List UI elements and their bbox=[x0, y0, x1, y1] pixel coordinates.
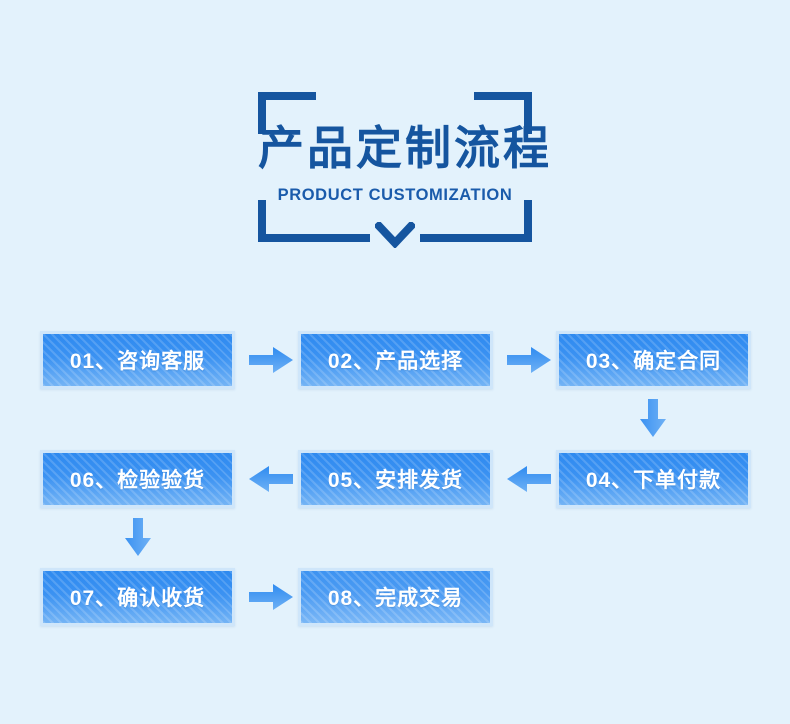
flow-step-01-label: 01、咨询客服 bbox=[69, 350, 206, 373]
bracket-top-right-horizontal bbox=[474, 92, 532, 100]
flow-step-01-surface: 01、咨询客服 bbox=[43, 334, 232, 386]
flow-step-02[interactable]: 02、产品选择 bbox=[298, 331, 493, 389]
bracket-bottom-right-vertical bbox=[524, 200, 532, 242]
flow-step-04-surface: 04、下单付款 bbox=[559, 453, 748, 505]
flow-step-05-label: 05、安排发货 bbox=[327, 469, 464, 492]
flow-step-03-surface: 03、确定合同 bbox=[559, 334, 748, 386]
page-subtitle: PRODUCT CUSTOMIZATION bbox=[277, 186, 513, 204]
flow-step-06-label: 06、检验验货 bbox=[69, 469, 206, 492]
title-block: 产品定制流程 PRODUCT CUSTOMIZATION bbox=[258, 92, 552, 248]
flow-step-05-surface: 05、安排发货 bbox=[301, 453, 490, 505]
flow-step-08-label: 08、完成交易 bbox=[327, 587, 464, 610]
arrow-down-icon bbox=[125, 518, 151, 556]
page-title: 产品定制流程 bbox=[258, 122, 552, 174]
chevron-down-icon bbox=[375, 222, 415, 248]
flow-step-05[interactable]: 05、安排发货 bbox=[298, 450, 493, 508]
flow-step-01[interactable]: 01、咨询客服 bbox=[40, 331, 235, 389]
bracket-top-left-vertical bbox=[258, 92, 266, 134]
arrow-down-icon bbox=[640, 399, 666, 437]
bracket-bottom-right-horizontal bbox=[420, 234, 532, 242]
flow-step-06-surface: 06、检验验货 bbox=[43, 453, 232, 505]
flow-step-02-label: 02、产品选择 bbox=[327, 350, 464, 373]
flow-step-04[interactable]: 04、下单付款 bbox=[556, 450, 751, 508]
flow-step-04-label: 04、下单付款 bbox=[585, 469, 722, 492]
arrow-left-icon bbox=[249, 466, 293, 492]
flow-step-07-label: 07、确认收货 bbox=[69, 587, 206, 610]
flow-step-07-surface: 07、确认收货 bbox=[43, 571, 232, 623]
arrow-left-icon bbox=[507, 466, 551, 492]
arrow-right-icon bbox=[507, 347, 551, 373]
arrow-right-icon bbox=[249, 584, 293, 610]
flow-step-06[interactable]: 06、检验验货 bbox=[40, 450, 235, 508]
flow-step-03-label: 03、确定合同 bbox=[585, 350, 722, 373]
flow-step-08-surface: 08、完成交易 bbox=[301, 571, 490, 623]
bracket-top-right-vertical bbox=[524, 92, 532, 134]
flow-step-08[interactable]: 08、完成交易 bbox=[298, 568, 493, 626]
flow-step-07[interactable]: 07、确认收货 bbox=[40, 568, 235, 626]
bracket-bottom-left-vertical bbox=[258, 200, 266, 242]
bracket-top-left-horizontal bbox=[258, 92, 316, 100]
bracket-bottom-left-horizontal bbox=[258, 234, 370, 242]
arrow-right-icon bbox=[249, 347, 293, 373]
flow-step-03[interactable]: 03、确定合同 bbox=[556, 331, 751, 389]
flow-step-02-surface: 02、产品选择 bbox=[301, 334, 490, 386]
